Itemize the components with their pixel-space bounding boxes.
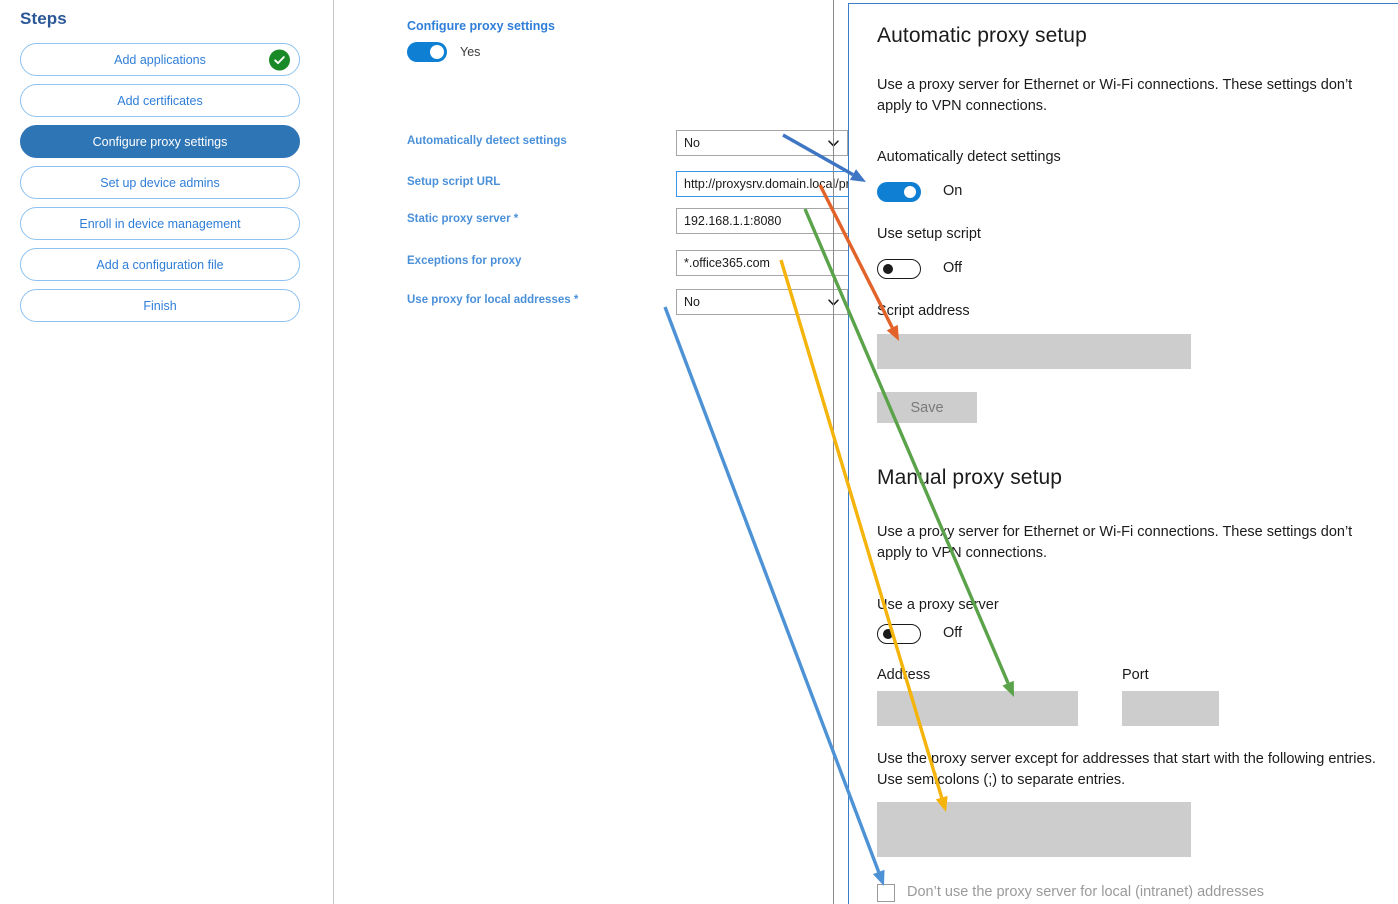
field-use-proxy-for-local-addresses: Use proxy for local addresses * No: [407, 289, 848, 315]
automatic-proxy-setup-heading: Automatic proxy setup: [877, 24, 1087, 47]
toggle-knob: [883, 264, 893, 274]
field-label: Setup script URL: [407, 176, 501, 188]
step-item-add-a-configuration-file[interactable]: Add a configuration file: [20, 248, 300, 281]
proxy-form-panel: Configure proxy settings Yes Automatical…: [334, 0, 891, 904]
field-setup-script-url: Setup script URL http://proxysrv.domain.…: [407, 171, 891, 197]
steps-panel-title: Steps: [20, 9, 67, 28]
use-setup-script-label: Use setup script: [877, 226, 981, 242]
steps-panel: Steps Add applications Add certificates …: [0, 0, 334, 904]
configure-proxy-toggle-row: Yes: [407, 42, 480, 62]
save-button[interactable]: Save: [877, 392, 977, 423]
bypass-local-addresses-checkbox[interactable]: [877, 884, 895, 902]
step-label: Add a configuration file: [96, 257, 224, 272]
automatically-detect-settings-state: On: [943, 183, 963, 199]
use-setup-script-state: Off: [943, 260, 963, 276]
script-address-input[interactable]: [877, 334, 1191, 369]
configure-proxy-toggle-label: Yes: [460, 45, 481, 59]
step-item-configure-proxy-settings[interactable]: Configure proxy settings: [20, 125, 300, 158]
select-value: No: [684, 136, 700, 150]
step-item-add-applications[interactable]: Add applications: [20, 43, 300, 76]
panel-divider: [833, 0, 834, 904]
use-a-proxy-server-state: Off: [943, 625, 963, 641]
toggle-knob: [883, 629, 893, 639]
address-input[interactable]: [877, 691, 1078, 726]
field-label: Static proxy server *: [407, 213, 519, 225]
address-label: Address: [877, 667, 931, 683]
automatic-proxy-setup-description: Use a proxy server for Ethernet or Wi-Fi…: [877, 77, 1353, 114]
manual-proxy-setup-description: Use a proxy server for Ethernet or Wi-Fi…: [877, 524, 1353, 561]
script-address-label: Script address: [877, 303, 970, 319]
proxy-exceptions-description: Use the proxy server except for addresse…: [877, 751, 1376, 788]
input-value: *.office365.com: [684, 256, 770, 270]
port-input[interactable]: [1122, 691, 1219, 726]
field-exceptions-for-proxy: Exceptions for proxy *.office365.com: [407, 250, 891, 276]
required-asterisk: *: [510, 213, 519, 225]
step-label: Configure proxy settings: [92, 134, 228, 149]
form-heading: Configure proxy settings: [407, 19, 555, 33]
field-label: Use proxy for local addresses *: [407, 294, 579, 306]
step-item-finish[interactable]: Finish: [20, 289, 300, 322]
step-item-enroll-in-device-management[interactable]: Enroll in device management: [20, 207, 300, 240]
proxy-exceptions-input[interactable]: [877, 802, 1191, 857]
field-automatically-detect-settings: Automatically detect settings No: [407, 130, 848, 156]
use-setup-script-toggle[interactable]: [877, 259, 921, 279]
step-label: Finish: [143, 298, 177, 313]
step-label: Set up device admins: [100, 175, 220, 190]
port-label: Port: [1122, 667, 1149, 683]
step-label: Enroll in device management: [79, 216, 241, 231]
step-label: Add certificates: [117, 93, 203, 108]
toggle-knob: [430, 45, 444, 59]
required-asterisk: *: [570, 294, 579, 306]
field-static-proxy-server: Static proxy server * 192.168.1.1:8080: [407, 208, 891, 234]
automatically-detect-settings-label: Automatically detect settings: [877, 149, 1061, 165]
automatically-detect-settings-toggle[interactable]: [877, 182, 921, 202]
toggle-knob: [904, 186, 916, 198]
steps-list: Add applications Add certificates Config…: [20, 43, 300, 330]
field-label: Automatically detect settings: [407, 135, 567, 147]
automatically-detect-settings-select[interactable]: No: [676, 130, 848, 156]
bypass-local-addresses-label: Don’t use the proxy server for local (in…: [907, 884, 1265, 900]
check-circle-icon: [269, 49, 290, 70]
step-label: Add applications: [114, 52, 206, 67]
manual-proxy-setup-heading: Manual proxy setup: [877, 466, 1063, 489]
step-item-set-up-device-admins[interactable]: Set up device admins: [20, 166, 300, 199]
input-value: 192.168.1.1:8080: [684, 214, 782, 228]
field-label: Exceptions for proxy: [407, 255, 522, 267]
select-value: No: [684, 295, 700, 309]
configure-proxy-toggle[interactable]: [407, 42, 447, 62]
step-item-add-certificates[interactable]: Add certificates: [20, 84, 300, 117]
use-a-proxy-server-toggle[interactable]: [877, 624, 921, 644]
use-a-proxy-server-label: Use a proxy server: [877, 597, 999, 613]
windows-proxy-settings-panel: Automatic proxy setup Use a proxy server…: [848, 3, 1398, 904]
use-proxy-for-local-addresses-select[interactable]: No: [676, 289, 848, 315]
